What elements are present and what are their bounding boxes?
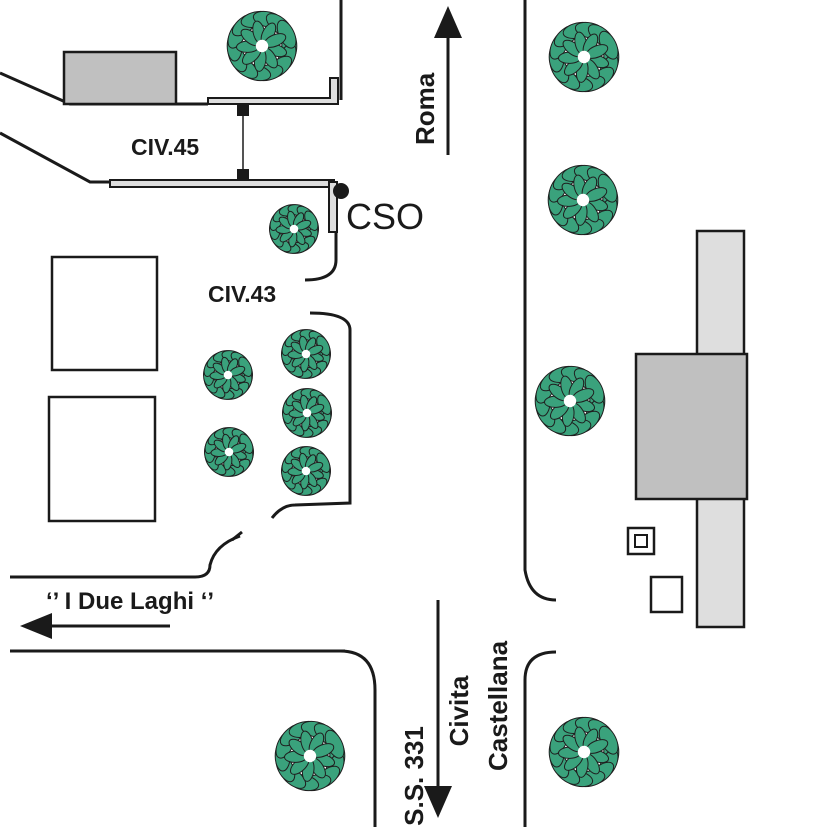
label-roma: Roma (410, 72, 440, 145)
cso-point-icon (333, 183, 349, 199)
civ43-curb (270, 311, 352, 519)
tree-icon (548, 716, 620, 788)
tree-icon (226, 10, 298, 82)
tree-icon (202, 350, 254, 400)
building-top-left (62, 50, 178, 106)
road-edge-east-upper (523, 0, 557, 602)
gate-mark (231, 530, 243, 542)
road-edge-east-lower (523, 650, 557, 827)
small-box-inner (634, 534, 648, 548)
tree-icon (548, 21, 620, 93)
pipe-walls (109, 77, 339, 233)
arrow-south-icon (424, 600, 452, 818)
small-box-2 (649, 575, 684, 614)
tree-icon (280, 446, 332, 496)
tree-icon (534, 365, 606, 437)
label-castellana: Castellana (483, 640, 513, 771)
wall-upper (207, 77, 339, 105)
arrow-west-icon (20, 613, 170, 639)
wall-lower (109, 179, 335, 188)
road-edge-west-upper (10, 534, 241, 579)
manhole-marker-icon (237, 104, 249, 116)
tree-icon (280, 329, 332, 379)
tree-icon (274, 720, 346, 792)
tree-icon (203, 427, 255, 477)
civ43-curb-top (304, 230, 338, 282)
label-due-laghi: ‘’ I Due Laghi ‘’ (46, 588, 214, 615)
label-ss331: S.S. 331 (399, 726, 429, 826)
arrow-north-icon (434, 6, 462, 155)
building-plot-2 (47, 395, 157, 523)
label-civ45: CIV.45 (131, 134, 199, 160)
manhole-marker-icon (237, 169, 249, 181)
building-plot-1 (50, 255, 159, 372)
tree-icon (547, 164, 619, 236)
tree-icon (268, 204, 320, 254)
label-civita: Civita (444, 675, 474, 746)
tree-icon (281, 388, 333, 438)
plot-line-mid (0, 131, 110, 184)
trees (202, 10, 620, 792)
wall-vertical (328, 181, 338, 233)
building-east (634, 352, 749, 501)
label-cso: CSO (346, 196, 424, 237)
label-civ43: CIV.43 (208, 281, 276, 307)
